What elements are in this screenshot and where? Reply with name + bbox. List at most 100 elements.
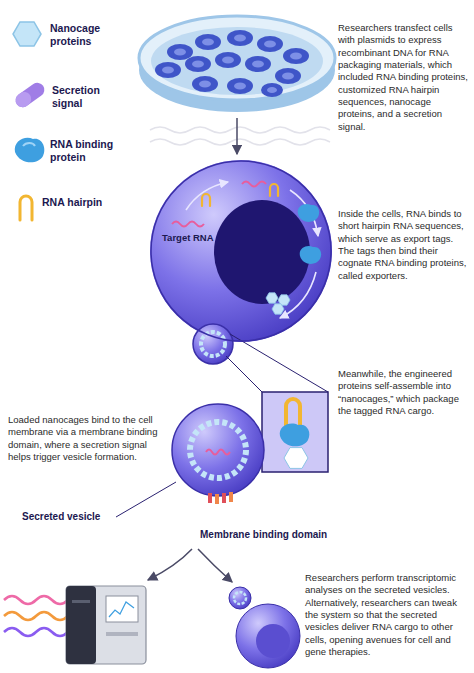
- background-wave: [150, 127, 330, 145]
- zoom-inset: [286, 399, 300, 426]
- legend-label: Nanocage proteins: [50, 22, 116, 48]
- cultured-cell: [155, 62, 181, 78]
- secreted-vesicle: [206, 450, 230, 455]
- nanocage-icon: [13, 22, 41, 46]
- process-arrow: [236, 118, 238, 154]
- cultured-cell: [264, 41, 276, 48]
- step-description: Researchers transfect cells with plasmid…: [338, 22, 470, 133]
- recipient-cell: [236, 604, 300, 668]
- sequencer: [106, 632, 138, 636]
- rna-wave: [4, 596, 68, 604]
- zoom-line: [226, 334, 328, 392]
- petri-dish: [151, 27, 323, 95]
- zoom-inset: [280, 424, 310, 447]
- cultured-cell: [155, 30, 309, 97]
- secreted-vesicle: [172, 404, 264, 496]
- cultured-cell: [257, 36, 283, 52]
- process-arrow: [237, 118, 238, 154]
- petri-dish: [139, 16, 335, 100]
- process-arrow: [198, 549, 232, 582]
- zoom-inset: [262, 392, 328, 472]
- cultured-cell: [202, 39, 214, 46]
- cell: [150, 160, 332, 342]
- zoom-line: [230, 334, 328, 392]
- cell-pathway-arrow: [186, 182, 228, 210]
- secretion-signal-icon: [13, 89, 34, 110]
- zoom-line: [226, 356, 262, 392]
- recipient-cell: [234, 592, 246, 604]
- rna-hairpin: [202, 184, 278, 206]
- step-description: Researchers perform transcriptomic analy…: [305, 572, 469, 658]
- cultured-cell: [267, 87, 277, 93]
- zoom-inset: [284, 448, 308, 469]
- process-arrow: [148, 549, 192, 580]
- cultured-cell: [283, 48, 309, 64]
- legend-label: RNA binding protein: [50, 138, 116, 164]
- cultured-cell: [245, 56, 271, 72]
- secreted-vesicle: [190, 422, 246, 478]
- part-label: Membrane binding domain: [200, 528, 327, 541]
- cell-outline: [150, 160, 332, 342]
- cultured-cell: [199, 81, 211, 88]
- cultured-cell: [234, 35, 246, 42]
- sequencer: [72, 600, 90, 603]
- cultured-cell: [215, 52, 241, 68]
- cultured-cell: [275, 68, 301, 84]
- recipient-cell: [229, 587, 300, 668]
- cultured-cell: [282, 73, 294, 80]
- zoom-inset: [262, 392, 328, 472]
- membrane-binding-domain: [229, 492, 233, 502]
- membrane-binding-domain: [222, 493, 226, 503]
- rna-hairpin: [270, 184, 278, 196]
- membrane-binding-domain: [215, 494, 219, 504]
- cultured-cell: [234, 83, 246, 90]
- cultured-cell: [192, 61, 204, 68]
- rna-binding-protein-icon: [15, 138, 45, 163]
- rna-binding-protein: [298, 204, 321, 264]
- rna-binding-protein-icon: [23, 143, 35, 146]
- rna-hairpin: [202, 194, 210, 206]
- petri-dish: [139, 16, 335, 112]
- recipient-cell: [256, 624, 290, 658]
- rna-binding-protein-icon: [15, 138, 45, 163]
- nanocage-icon: [13, 22, 41, 46]
- cultured-cell: [222, 57, 234, 64]
- cultured-cell: [185, 56, 211, 72]
- rna-wave: [4, 596, 68, 636]
- sequencer: [109, 602, 134, 617]
- process-arrow: [148, 549, 232, 582]
- cultured-cell: [195, 34, 221, 50]
- legend-label: RNA hairpin: [42, 196, 108, 209]
- secretion-signal-icon: [13, 80, 47, 110]
- membrane-binding-domain: [208, 493, 212, 503]
- target-rna: [172, 222, 204, 227]
- part-label: Secreted vesicle: [22, 510, 100, 523]
- budding-vesicle: [201, 332, 225, 356]
- secretion-signal-icon: [13, 80, 47, 110]
- nanocage: [266, 293, 290, 314]
- recipient-cell: [229, 587, 251, 609]
- step-description: Inside the cells, RNA binds to short hai…: [338, 208, 470, 282]
- sequencer: [66, 586, 96, 664]
- cultured-cell: [261, 83, 283, 97]
- sequencer: [106, 596, 138, 622]
- cultured-cell: [252, 61, 264, 68]
- cell-pathway-arrow: [186, 182, 318, 318]
- rna-binding-protein: [298, 204, 319, 222]
- cultured-cell: [162, 67, 174, 74]
- rna-hairpin-icon: [20, 196, 32, 220]
- cultured-cell: [167, 44, 193, 60]
- cultured-cell: [192, 76, 218, 92]
- nanocage: [266, 293, 278, 303]
- sequencer: [66, 586, 146, 664]
- sequencer: [66, 586, 146, 664]
- rna-hairpin-icon: [20, 196, 32, 220]
- step-description: Meanwhile, the engineered proteins self-…: [338, 368, 470, 417]
- step-description: Loaded nanocages bind to the cell membra…: [8, 414, 160, 463]
- cell: [150, 160, 332, 342]
- target-rna: [242, 182, 266, 187]
- rna-wave: [4, 628, 68, 636]
- leader-line: [116, 482, 176, 517]
- background-wave: [150, 139, 330, 145]
